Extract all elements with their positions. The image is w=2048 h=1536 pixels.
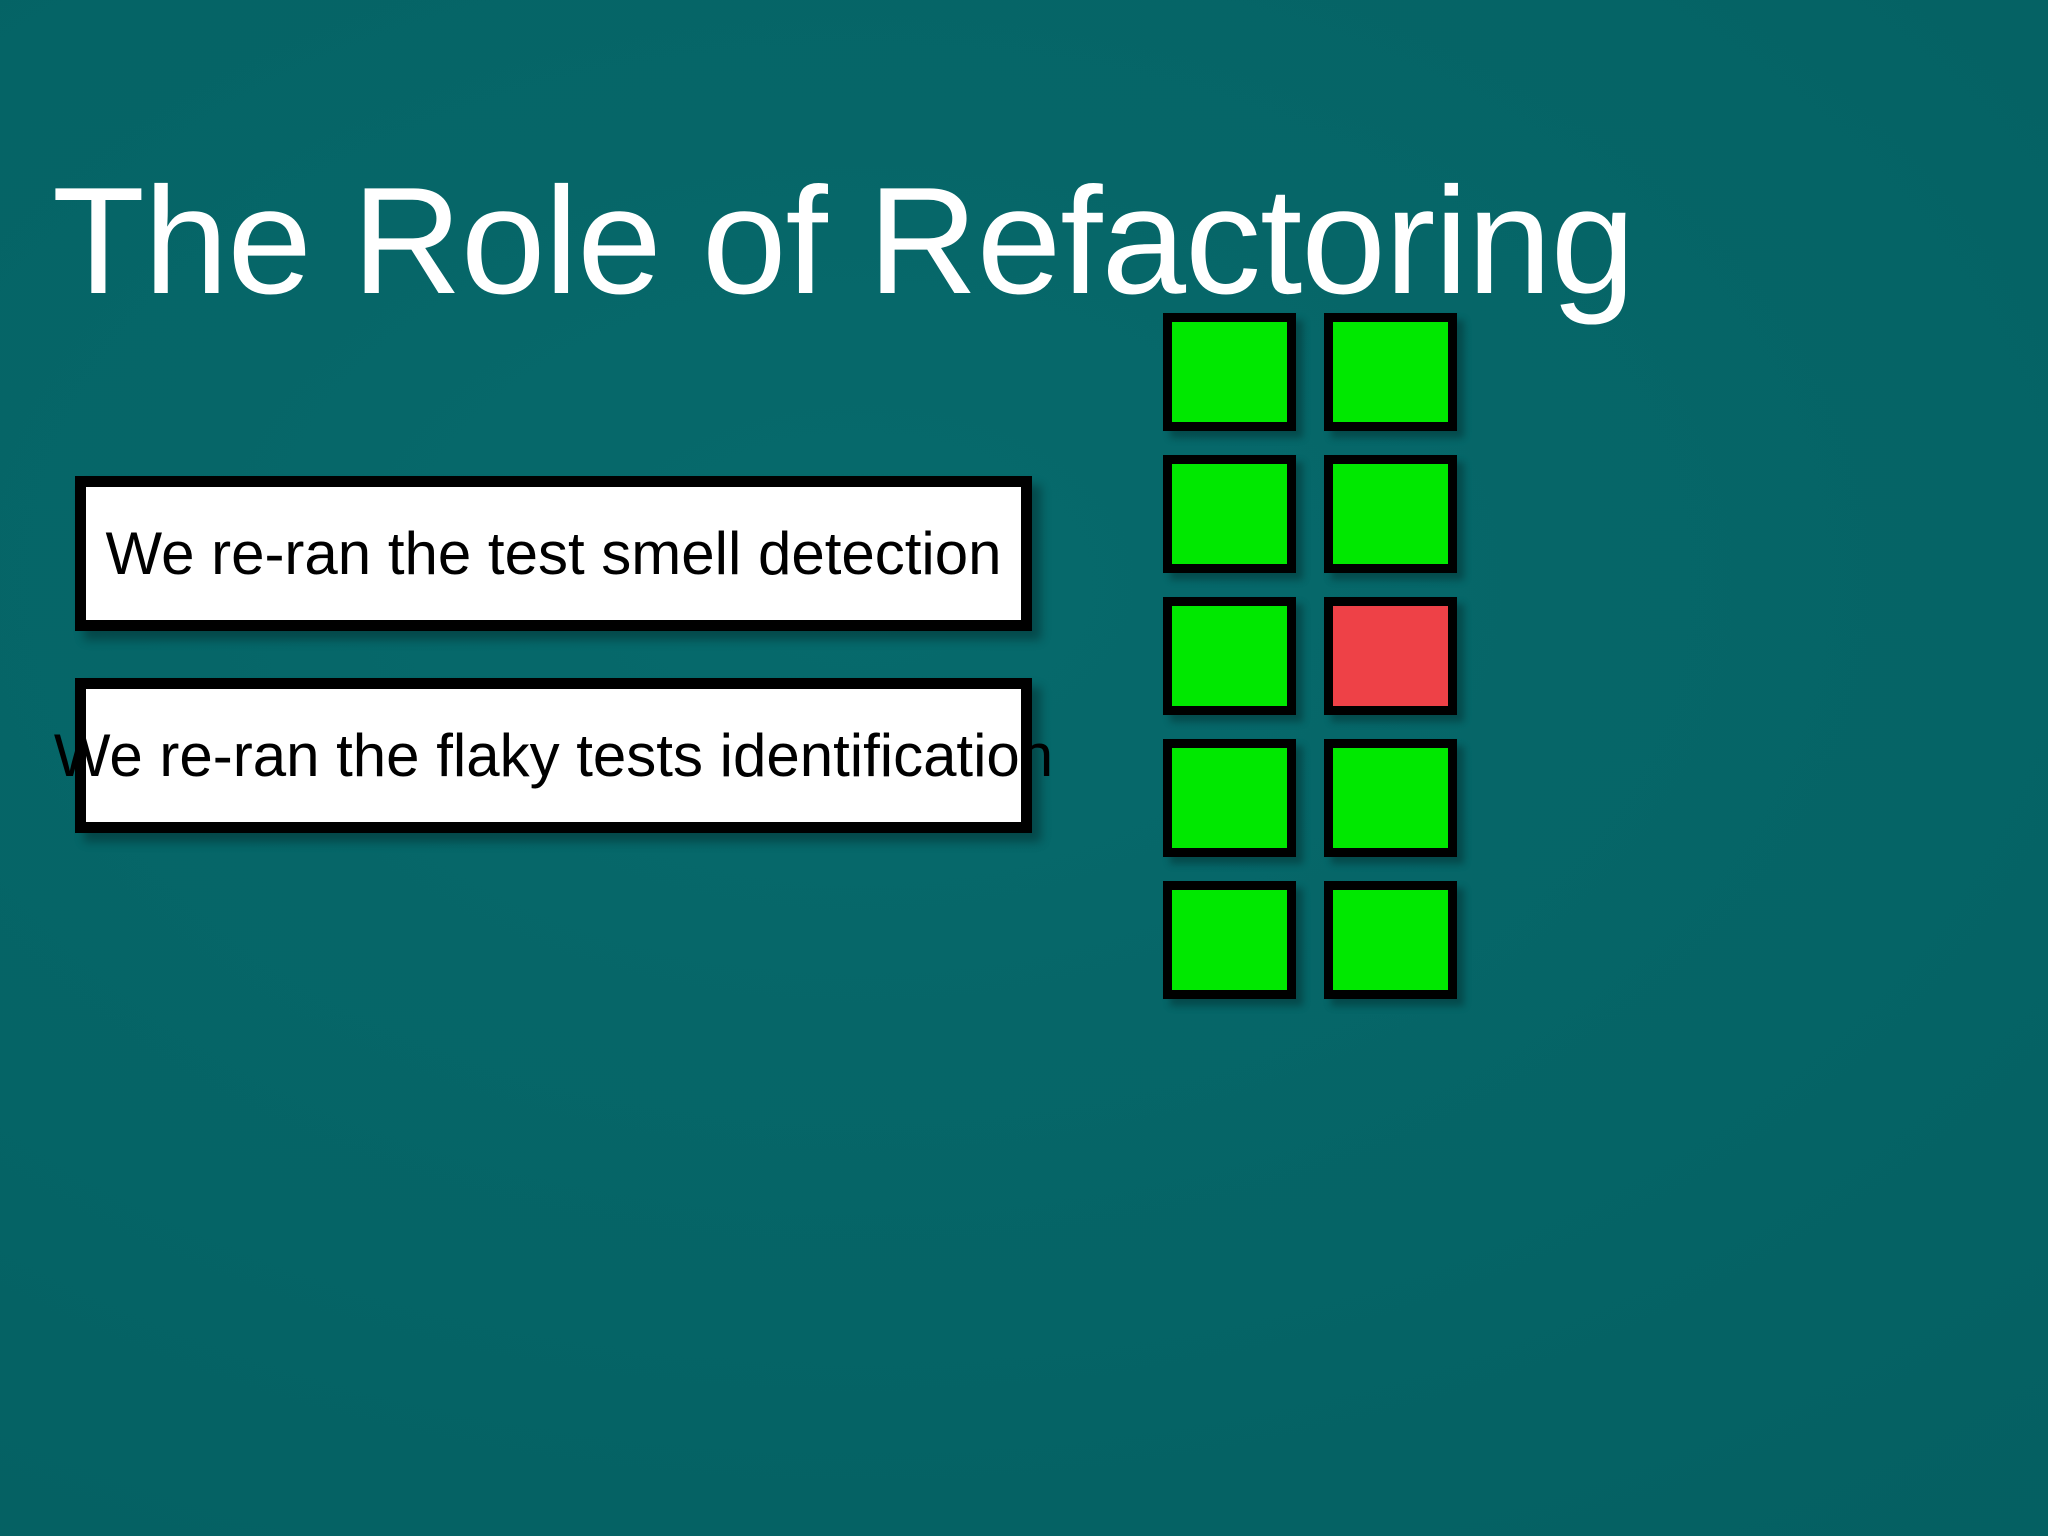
callout-box-test-smell-detection: We re-ran the test smell detection: [75, 476, 1032, 631]
status-cell-pass: [1163, 739, 1296, 857]
status-cell-fail: [1324, 597, 1457, 715]
callout-text: We re-ran the flaky tests identification: [53, 721, 1054, 789]
status-cell-pass: [1324, 739, 1457, 857]
callout-box-flaky-tests-identification: We re-ran the flaky tests identification: [54, 678, 1053, 833]
slide-title: The Role of Refactoring: [52, 155, 1635, 326]
status-cell-pass: [1163, 313, 1296, 431]
status-cell-pass: [1324, 455, 1457, 573]
status-cell-pass: [1324, 313, 1457, 431]
status-cell-pass: [1324, 881, 1457, 999]
status-cell-pass: [1163, 597, 1296, 715]
status-grid: [1163, 313, 1463, 999]
status-cell-pass: [1163, 455, 1296, 573]
status-cell-pass: [1163, 881, 1296, 999]
callout-text: We re-ran the test smell detection: [105, 519, 1002, 587]
